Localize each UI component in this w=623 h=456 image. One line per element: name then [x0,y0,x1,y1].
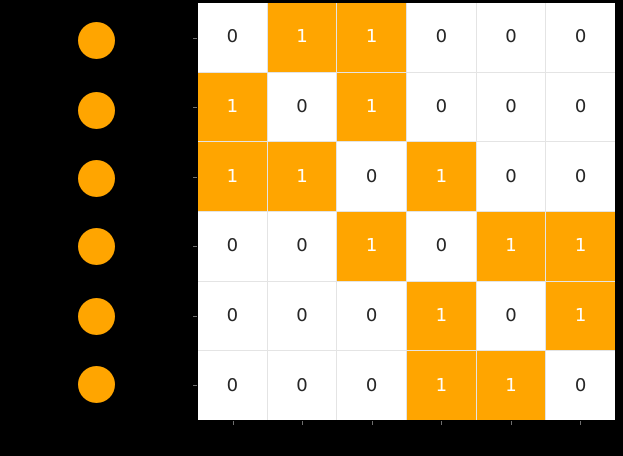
matrix-cell: 0 [546,142,615,211]
y-axis-tick [193,38,197,39]
matrix-cell-value: 1 [226,165,239,187]
matrix-cell-value: 0 [365,165,378,187]
x-axis-tick [580,421,581,425]
matrix-cell: 0 [267,211,337,281]
matrix-cell-value: 0 [226,235,239,257]
matrix-cell-value: 1 [435,304,448,326]
matrix-cell: 0 [198,3,267,72]
graph-node [77,21,115,59]
matrix-cell-value: 0 [505,165,517,187]
matrix-cell-value: 0 [296,374,308,396]
matrix-cell-value: 0 [574,26,587,48]
matrix-cell: 0 [267,281,337,351]
matrix-cell: 0 [406,211,476,281]
matrix-cell: 0 [267,72,337,142]
matrix-cell: 0 [546,351,615,420]
x-axis-tick [302,421,303,425]
matrix-cell: 1 [337,72,406,142]
matrix-cell-value: 0 [296,304,308,326]
matrix-cell: 0 [198,351,267,420]
x-axis-tick [372,421,373,425]
matrix-cell: 1 [406,142,476,211]
matrix-cell: 1 [198,72,267,142]
matrix-cell-value: 0 [435,26,448,48]
matrix-cell-value: 0 [226,374,239,396]
matrix-cell-value: 1 [365,235,378,257]
matrix-cell-value: 1 [365,26,378,48]
matrix-cell: 1 [476,211,546,281]
matrix-cell-value: 0 [296,95,308,117]
matrix-cell: 0 [546,3,615,72]
matrix-cell-value: 1 [574,235,587,257]
matrix-cell-value: 0 [435,95,448,117]
matrix-cell-value: 1 [505,235,517,257]
graph-node [77,159,115,197]
matrix-cell: 0 [337,351,406,420]
matrix-cell: 1 [476,351,546,420]
matrix-cell: 0 [198,211,267,281]
matrix-cell-value: 1 [574,304,587,326]
x-axis-tick [233,421,234,425]
matrix-cell: 0 [337,142,406,211]
matrix-cell: 1 [198,142,267,211]
matrix-cell: 0 [476,281,546,351]
matrix-cell-value: 0 [226,304,239,326]
graph-node [77,365,115,403]
matrix-cell: 1 [406,351,476,420]
y-axis-tick [193,385,197,386]
matrix-cell-value: 1 [365,95,378,117]
y-axis-tick [193,316,197,317]
graph-node [77,91,115,129]
matrix-cell: 1 [546,211,615,281]
y-axis-tick [193,177,197,178]
matrix-cell-value: 1 [505,374,517,396]
matrix-cell: 1 [267,3,337,72]
matrix-cell-value: 0 [296,235,308,257]
matrix-cell: 0 [337,281,406,351]
matrix-cell: 0 [406,3,476,72]
matrix-cell-value: 1 [296,26,308,48]
matrix-cell-value: 1 [226,95,239,117]
graph-panel [0,0,198,456]
adjacency-matrix-heatmap: 0 1 1 0 0 0 1 0 1 0 0 0 1 1 0 1 0 0 0 0 1 0 1 1 0 0 0 1 0 1 0 0 0 1 1 0 [198,3,615,420]
matrix-cell: 0 [406,72,476,142]
graph-node [77,297,115,335]
matrix-cell: 0 [198,281,267,351]
matrix-cell: 1 [337,3,406,72]
x-axis-tick [441,421,442,425]
matrix-cell: 0 [476,72,546,142]
matrix-cell-value: 1 [296,165,308,187]
graph-node [77,227,115,265]
matrix-cell: 0 [476,3,546,72]
matrix-cell: 1 [337,211,406,281]
matrix-cell-value: 0 [435,235,448,257]
matrix-cell: 1 [406,281,476,351]
y-axis-tick [193,107,197,108]
matrix-cell-value: 0 [574,374,587,396]
matrix-cell: 0 [546,72,615,142]
matrix-cell-value: 0 [365,304,378,326]
matrix-cell-value: 1 [435,374,448,396]
x-axis-tick [511,421,512,425]
matrix-cell-value: 0 [505,304,517,326]
matrix-cell-value: 0 [365,374,378,396]
matrix-cell-value: 0 [574,95,587,117]
matrix-cell-value: 0 [574,165,587,187]
matrix-cell: 0 [267,351,337,420]
matrix-cell: 0 [476,142,546,211]
y-axis-tick [193,246,197,247]
matrix-cell-value: 0 [505,26,517,48]
matrix-cell-value: 1 [435,165,448,187]
matrix-cell: 1 [546,281,615,351]
matrix-cell: 1 [267,142,337,211]
matrix-cell-value: 0 [226,26,239,48]
matrix-cell-value: 0 [505,95,517,117]
